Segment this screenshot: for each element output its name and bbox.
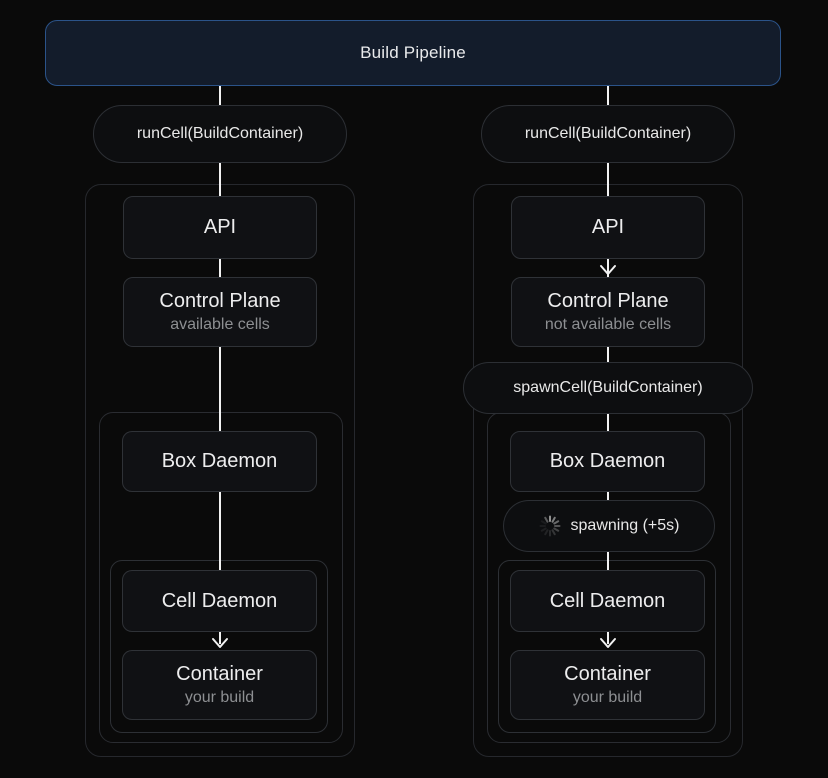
right-cell-daemon-label: Cell Daemon bbox=[549, 589, 666, 612]
right-cell-daemon-node: Cell Daemon bbox=[510, 570, 705, 632]
right-control-plane-title: Control Plane bbox=[547, 290, 669, 312]
right-box-daemon-label: Box Daemon bbox=[549, 450, 666, 472]
left-control-plane-subtitle: available cells bbox=[170, 316, 270, 333]
right-spawncell-pill: spawnCell(BuildContainer) bbox=[463, 362, 753, 414]
right-container-node: Container your build bbox=[510, 650, 705, 720]
left-box-daemon-label: Box Daemon bbox=[161, 450, 278, 472]
left-api-label: API bbox=[203, 216, 237, 238]
pipeline-header: Build Pipeline bbox=[45, 20, 781, 86]
right-api-label: API bbox=[591, 216, 625, 238]
right-control-plane-subtitle: not available cells bbox=[544, 316, 672, 333]
arrow-down-icon bbox=[600, 259, 616, 275]
left-control-plane-title: Control Plane bbox=[159, 290, 281, 312]
right-api-node: API bbox=[511, 196, 705, 259]
left-container-node: Container your build bbox=[122, 650, 317, 720]
right-container-title: Container bbox=[564, 663, 651, 685]
right-container-subtitle: your build bbox=[572, 689, 643, 706]
arrow-down-icon bbox=[212, 632, 228, 648]
left-control-plane-node: Control Plane available cells bbox=[123, 277, 317, 347]
right-runcell-label: runCell(BuildContainer) bbox=[524, 125, 692, 142]
right-control-plane-node: Control Plane not available cells bbox=[511, 277, 705, 347]
left-runcell-label: runCell(BuildContainer) bbox=[136, 125, 304, 142]
pipeline-title: Build Pipeline bbox=[360, 43, 466, 62]
left-runcell-pill: runCell(BuildContainer) bbox=[93, 105, 347, 163]
right-spawncell-label: spawnCell(BuildContainer) bbox=[513, 379, 703, 396]
right-runcell-pill: runCell(BuildContainer) bbox=[481, 105, 735, 163]
left-container-subtitle: your build bbox=[184, 689, 255, 706]
left-cell-daemon-label: Cell Daemon bbox=[161, 589, 278, 612]
left-api-node: API bbox=[123, 196, 317, 259]
left-cell-daemon-node: Cell Daemon bbox=[122, 570, 317, 632]
right-spawning-label: spawning (+5s) bbox=[570, 517, 680, 534]
left-box-daemon-group bbox=[99, 412, 343, 743]
arrow-down-icon bbox=[600, 632, 616, 648]
left-container-title: Container bbox=[176, 663, 263, 685]
left-box-daemon-node: Box Daemon bbox=[122, 431, 317, 492]
right-box-daemon-node: Box Daemon bbox=[510, 431, 705, 492]
loading-spinner-icon bbox=[539, 515, 561, 537]
right-spawning-pill: spawning (+5s) bbox=[503, 500, 715, 552]
